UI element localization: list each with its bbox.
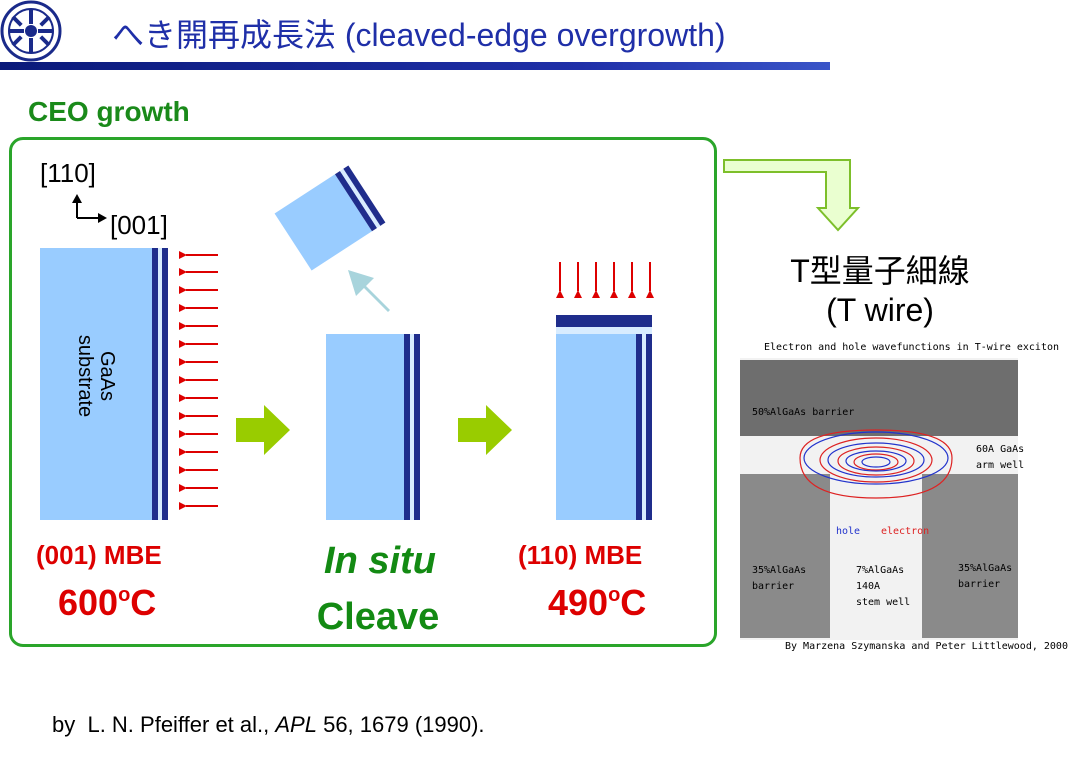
- ceo-process-diagram: [40, 159, 861, 520]
- axis-001-label: [001]: [110, 210, 168, 240]
- t-wire-label-en: (T wire): [826, 292, 934, 328]
- figure-title: Electron and hole wavefunctions in T-wir…: [764, 342, 1060, 353]
- stem-well-label-3: stem well: [856, 597, 911, 608]
- section-label: CEO growth: [28, 96, 190, 127]
- mbe-beam-arrows-110: [556, 262, 654, 298]
- title-rule: [0, 62, 830, 70]
- process-arrow-2: [458, 405, 512, 455]
- citation-suffix: 56, 1679 (1990).: [316, 712, 485, 737]
- axis-arrows: [72, 194, 107, 223]
- right-barrier-label-2: barrier: [958, 579, 1001, 590]
- left-barrier-label-1: 35%AlGaAs: [752, 565, 807, 576]
- step1-temp-value: 600: [58, 582, 119, 623]
- right-barrier-label-1: 35%AlGaAs: [958, 563, 1013, 574]
- arm-well-label-1: 60A GaAs: [976, 444, 1025, 455]
- arm-well-label-2: arm well: [976, 460, 1025, 471]
- slide-title: へき開再成長法 (cleaved-edge overgrowth): [112, 17, 726, 53]
- stem-well-label-2: 140A: [856, 581, 881, 592]
- cleaved-bar: [326, 334, 420, 520]
- overgrown-bar: [556, 315, 652, 520]
- hole-legend: hole: [836, 526, 861, 537]
- temp-unit: C: [130, 582, 157, 623]
- t-wire-label-jp: T型量子細線: [790, 253, 970, 289]
- hole-contours: [803, 431, 949, 485]
- electron-legend: electron: [881, 526, 930, 537]
- figure-credit: By Marzena Szymanska and Peter Littlewoo…: [785, 641, 1068, 652]
- step2-label: Cleave: [316, 596, 440, 638]
- step1-temp: 600oC: [58, 582, 156, 624]
- left-barrier-label-2: barrier: [752, 581, 795, 592]
- mbe-beam-arrows-001: [179, 251, 218, 510]
- process-arrow-1: [236, 405, 290, 455]
- citation-prefix: by L. N. Pfeiffer et al.,: [52, 712, 276, 737]
- substrate-label-line2: substrate: [74, 334, 96, 418]
- citation: by L. N. Pfeiffer et al., APL 56, 1679 (…: [52, 712, 485, 738]
- step1-label: (001) MBE: [36, 540, 162, 570]
- cleave-direction-arrow: [348, 270, 390, 312]
- degree-mark: o: [608, 584, 621, 606]
- stem-well-label-1: 7%AlGaAs: [856, 565, 905, 576]
- cleaved-piece: [274, 165, 386, 271]
- citation-journal: APL: [275, 712, 317, 737]
- substrate-label-line1: GaAs: [96, 350, 118, 402]
- university-seal-icon: [0, 0, 62, 62]
- wavefunction-figure: [740, 358, 1018, 640]
- degree-mark: o: [118, 584, 131, 606]
- temp-unit: C: [620, 582, 647, 623]
- ceo-process-panel: [9, 137, 717, 647]
- result-arrow: [723, 159, 861, 232]
- step3-temp-value: 490: [548, 582, 609, 623]
- step2-label-italic: In situ: [324, 540, 436, 582]
- electron-contours: [799, 429, 953, 499]
- step3-label: (110) MBE: [518, 540, 643, 570]
- step3-temp: 490oC: [548, 582, 646, 624]
- barrier-top-label: 50%AlGaAs barrier: [752, 407, 855, 418]
- substrate-crystal: [40, 248, 168, 520]
- axis-110-label: [110]: [40, 158, 96, 188]
